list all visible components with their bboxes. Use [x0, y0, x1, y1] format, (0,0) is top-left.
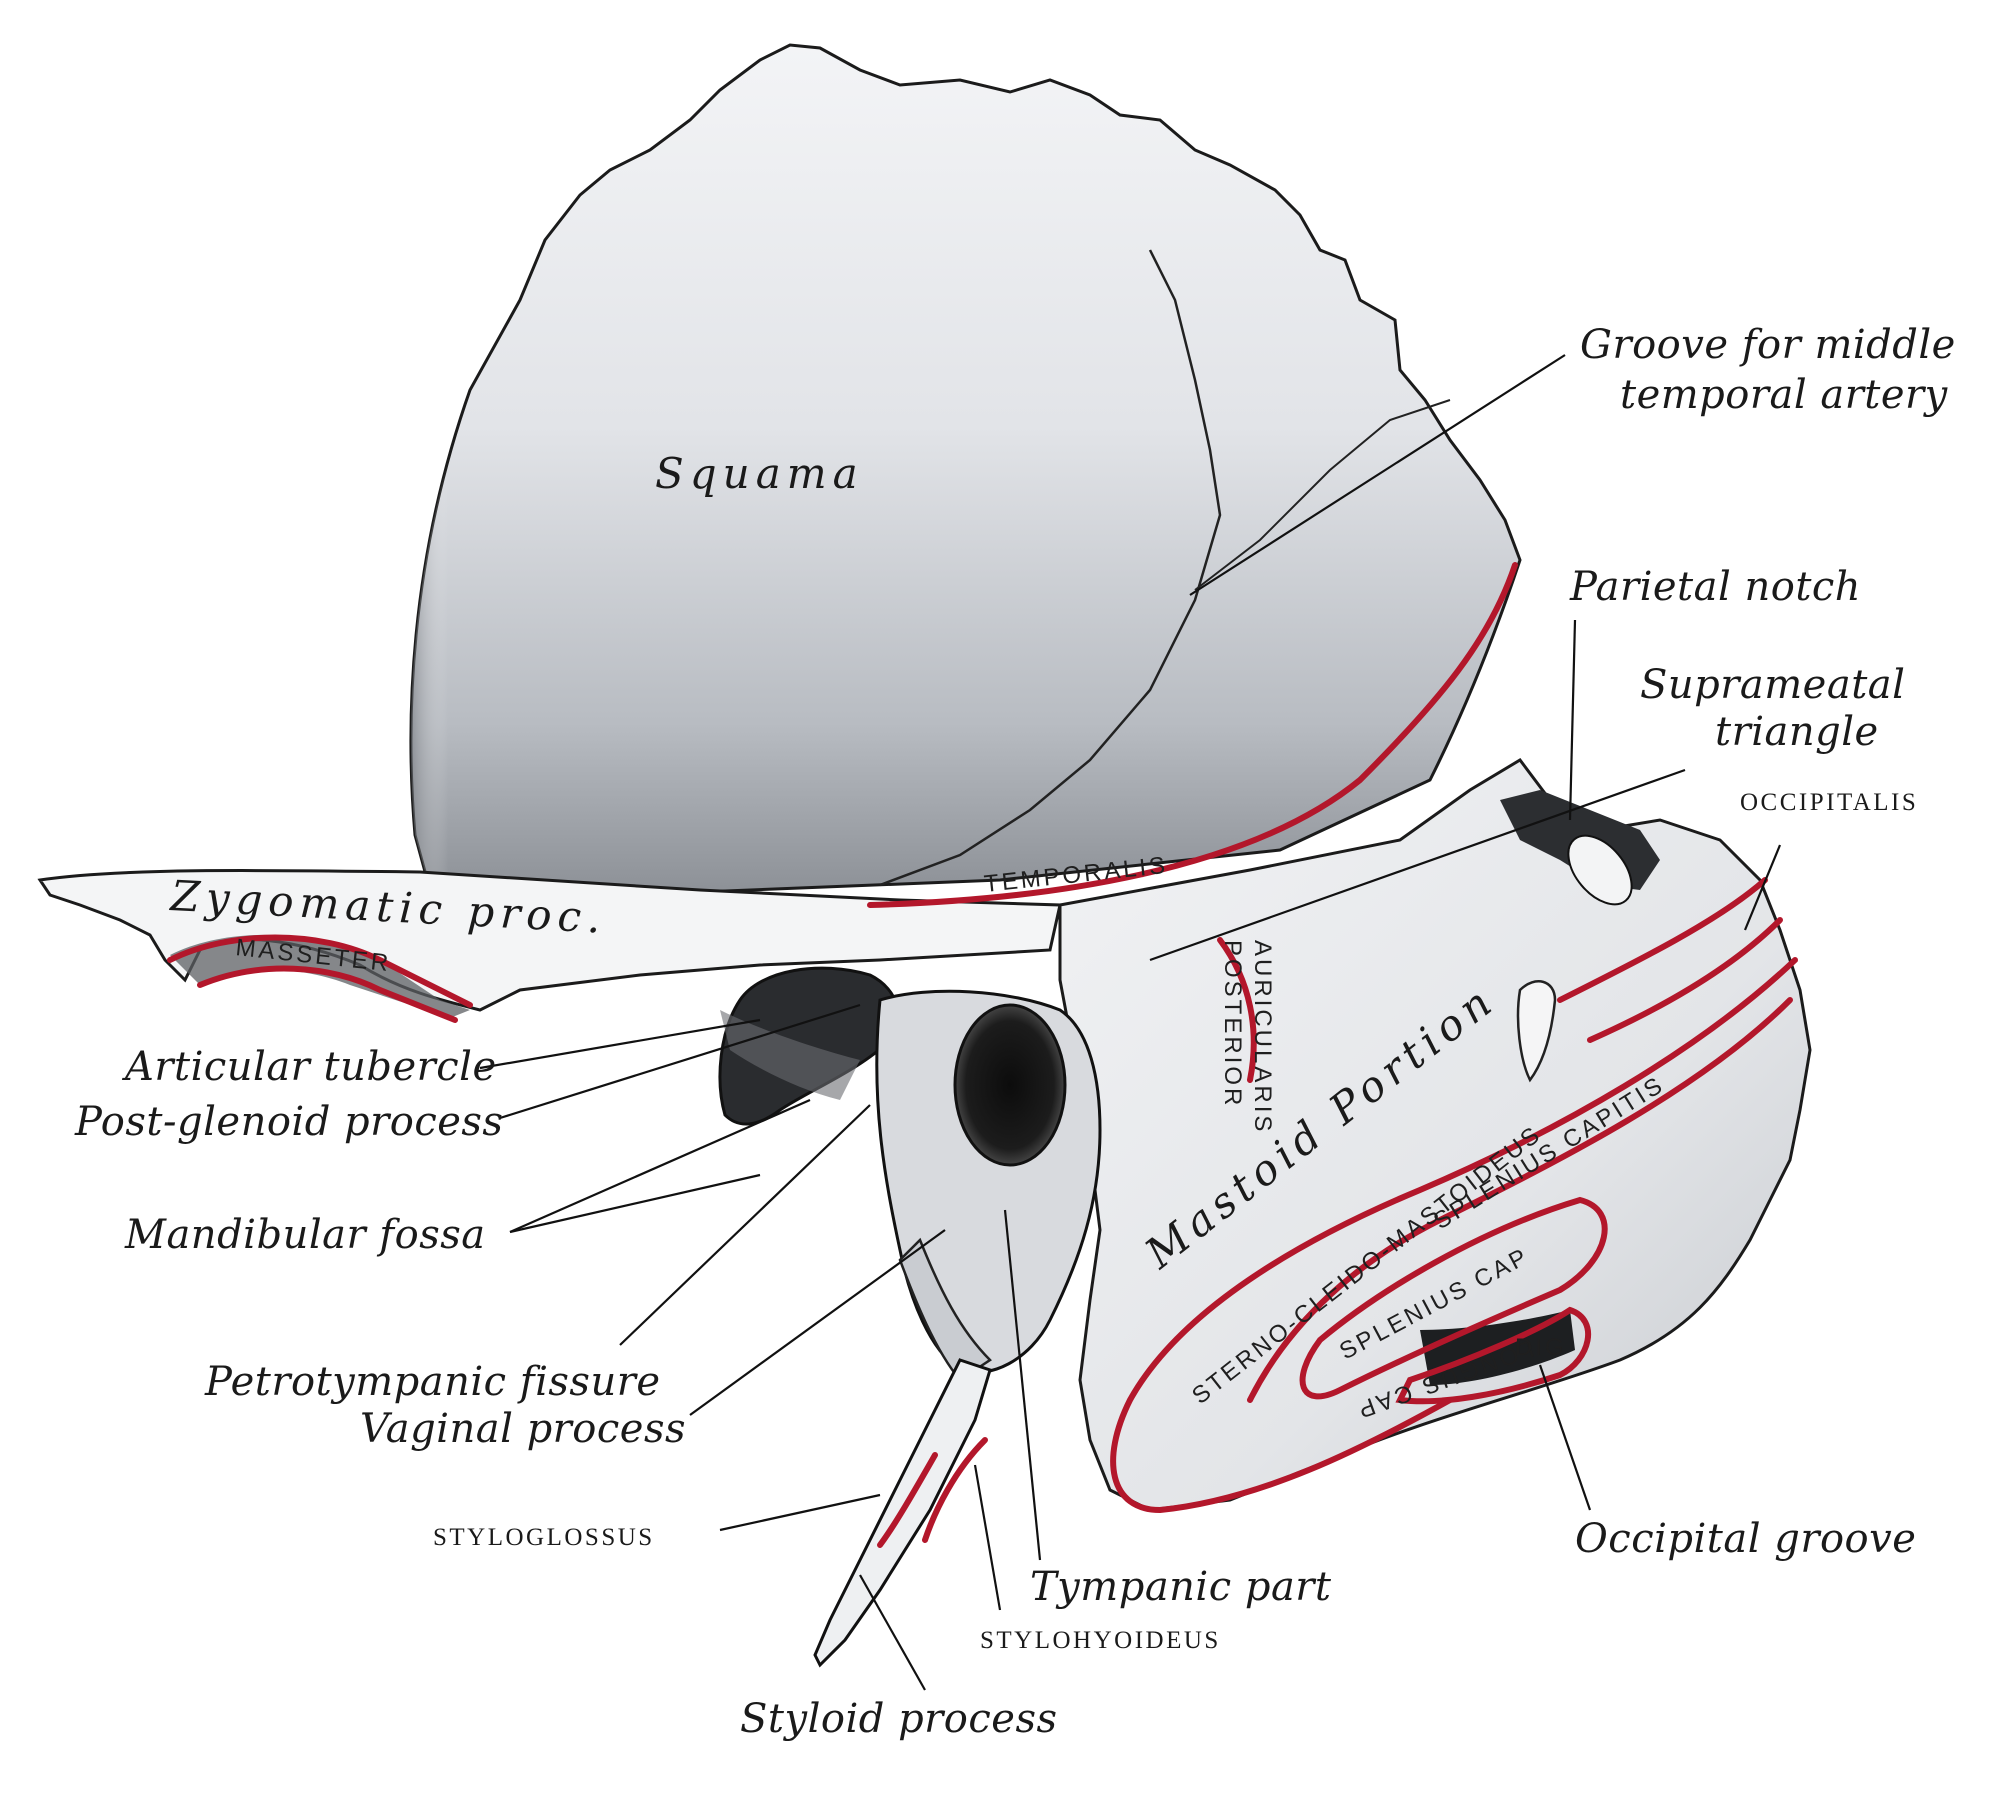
suture-line-2: [1194, 399, 1451, 591]
squama-shadow: [410, 300, 560, 890]
leader-post-glenoid: [499, 1003, 861, 1120]
occipitalis-label: OCCIPITALIS: [1740, 789, 1918, 816]
auricularis-label: AURICULARIS: [1249, 940, 1276, 1134]
squama-label: Squama: [655, 449, 864, 498]
leader-lines: [479, 354, 1782, 1691]
masseter-line-upper: [167, 934, 473, 1008]
leader-occipitalis: [1743, 844, 1782, 931]
sternocleidomastoid-line: [1110, 957, 1798, 1514]
groove-middle-temporal-label-1: Groove for middle: [1580, 322, 1956, 368]
leader-styloglossus: [719, 1493, 881, 1532]
leader-articular-tubercle: [479, 1018, 761, 1070]
tympanic-label: Tympanic part: [1030, 1564, 1332, 1610]
leader-mandibular-fossa-2: [509, 1098, 811, 1234]
longus-cap-loop: [1395, 1306, 1591, 1405]
occipital-groove-label: Occipital groove: [1575, 1516, 1916, 1562]
stylohyoideus-label: STYLOHYOIDEUS: [980, 1627, 1221, 1654]
posterior-label: POSTERIOR: [1219, 940, 1246, 1108]
petrotympanic-label: Petrotympanic fissure: [204, 1359, 661, 1405]
suprameatal-label-2: triangle: [1715, 709, 1879, 755]
occipitalis-line-2: [1587, 917, 1783, 1043]
leader-mandibular-fossa-1: [509, 1173, 761, 1234]
external-acoustic-meatus: [953, 1003, 1067, 1167]
callout-labels: Groove for middle temporal artery Pariet…: [74, 322, 1956, 1742]
leader-occipital-groove: [1538, 1364, 1592, 1511]
splenius-cap-loop: [1299, 1196, 1608, 1400]
leader-petrotympanic: [619, 1104, 871, 1346]
leader-stylohyoideus: [973, 1464, 1002, 1611]
occipitalis-line-1: [1557, 877, 1768, 1003]
groove-middle-temporal-label-2: temporal artery: [1620, 372, 1949, 418]
leader-tympanic: [1003, 1209, 1042, 1561]
mastoid-foramen: [1516, 980, 1557, 1083]
stylohyoideus-line: [922, 1437, 988, 1543]
leader-styloid: [859, 1574, 926, 1691]
temporalis-line: [867, 562, 1518, 908]
muscle-attachments: [167, 562, 1798, 1548]
suture-line: [879, 249, 1222, 887]
masseter-line-lower: [197, 965, 458, 1023]
articular-tubercle-shading: [720, 1010, 860, 1100]
articular-tubercle-label: Articular tubercle: [121, 1044, 497, 1090]
squama-shape: [409, 43, 1522, 894]
digastric-label: DIG: [1515, 1334, 1567, 1361]
suprameatal-label-1: Suprameatal: [1640, 662, 1905, 708]
styloglossus-line: [877, 1452, 938, 1548]
vaginal-label: Vaginal process: [360, 1406, 686, 1452]
suprameatal-spine: [1567, 834, 1633, 906]
leader-suprameatal: [1149, 768, 1686, 962]
mandibular-fossa-label: Mandibular fossa: [124, 1212, 486, 1258]
parietal-notch-label: Parietal notch: [1569, 564, 1861, 610]
splenius-capitis-line: [1247, 997, 1793, 1403]
styloid-label: Styloid process: [740, 1696, 1058, 1742]
leader-groove-middle-temporal: [1189, 354, 1566, 596]
auricularis-line: [1217, 937, 1257, 1083]
post-glenoid-label: Post-glenoid process: [74, 1099, 503, 1145]
leader-vaginal: [689, 1229, 946, 1416]
leader-parietal-notch: [1568, 619, 1577, 821]
styloglossus-label: STYLOGLOSSUS: [433, 1524, 655, 1551]
temporal-bone: [37, 43, 1812, 1668]
